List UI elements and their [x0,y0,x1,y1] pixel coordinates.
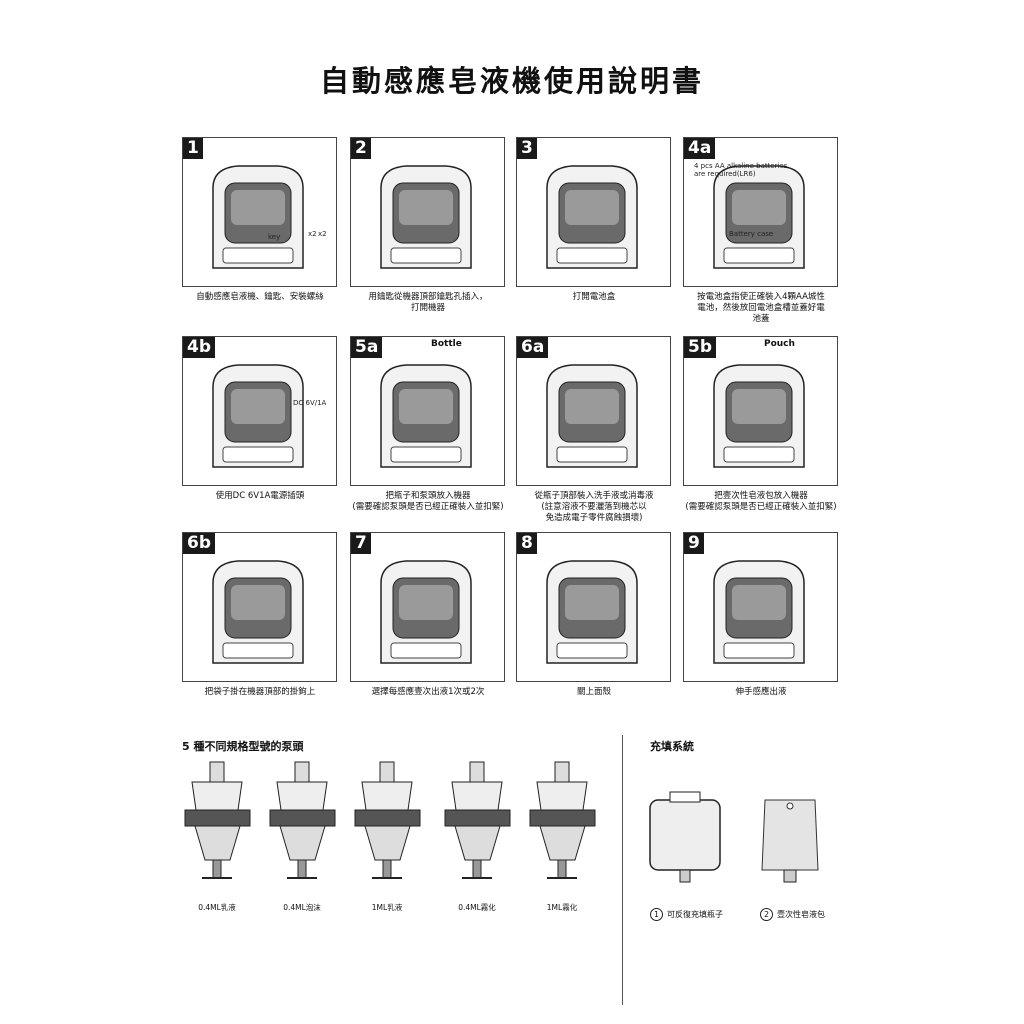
step-caption: 把壹次性皂液包放入機器 (需要確認泵頭是否已經正確裝入並扣緊) [685,491,837,512]
section-divider [622,735,623,1005]
pump-head-icon [354,761,421,879]
step-caption: 把瓶子和泵頭放入機器 (需要確認泵頭是否已經正確裝入並扣緊) [352,491,504,512]
panel-label: Battery case [729,230,774,238]
step-panel-6a: 6a [516,336,671,486]
step-caption: 把袋子掛在機器頂部的掛鉤上 [204,687,316,697]
panel-label: Pouch [764,339,795,349]
dispenser-illustration [212,560,304,664]
step-number-badge: 4a [684,138,716,159]
pump-caption: 0.4ML泡沫 [283,903,321,912]
step-caption: 用鑰匙從機器頂部鑰匙孔插入， 打開機器 [368,292,488,313]
pump-head-icon [529,761,596,879]
panel-label: key [268,233,281,241]
dispenser-illustration [713,364,805,468]
pump-head-icon [184,761,251,879]
step-number-badge: 6b [183,533,215,554]
step-caption: 從瓶子頂部裝入洗手液或消毒液 (註意溶液不要灑落到機芯以 免造成電子零件腐蝕損壞… [534,491,654,523]
pump-head-icon [269,761,336,879]
refill-heading: 充填系統 [650,740,694,753]
step-number-badge: 9 [684,533,704,554]
step-number-badge: 4b [183,337,215,358]
step-number-badge: 7 [351,533,371,554]
step-number-badge: 6a [517,337,549,358]
step-panel-8: 8 [516,532,671,682]
step-number-badge: 3 [517,138,537,159]
step-panel-9: 9 [683,532,838,682]
dispenser-illustration [380,560,472,664]
pump-head-icon [444,761,511,879]
step-number-badge: 1 [183,138,203,159]
dispenser-illustration [546,560,638,664]
step-panel-4b: 4b DC 6V/1A [182,336,337,486]
step-number-badge: 5b [684,337,716,358]
dispenser-illustration [546,165,638,269]
step-panel-2: 2 [350,137,505,287]
dispenser-illustration [212,165,304,269]
step-caption: 打開電池盒 [572,292,616,302]
dispenser-illustration [212,364,304,468]
soap-pouch-icon [761,799,819,871]
dispenser-illustration [380,364,472,468]
step-panel-5b: 5b Pouch [683,336,838,486]
step-number-badge: 2 [351,138,371,159]
step-caption: 使用DC 6V1A電源插頭 [215,491,305,501]
page-title: 自動感應皂液機使用說明書 [319,64,704,98]
panel-label: 4 pcs AA alkaline batteries [694,162,788,170]
step-panel-5a: 5a Bottle [350,336,505,486]
refill-illustration [649,791,819,883]
step-panel-3: 3 [516,137,671,287]
pump-caption: 0.4ML乳液 [198,903,236,912]
panel-label: are required(LR6) [694,170,756,178]
step-caption: 選擇每感應壹次出液1次或2次 [371,687,485,697]
dispenser-illustration [546,364,638,468]
step-number-badge: 8 [517,533,537,554]
pump-caption: 0.4ML霧化 [458,903,496,912]
pumps-heading: 5 種不同規格型號的泵頭 [182,740,304,753]
pump-caption: 1ML乳液 [371,903,403,912]
panel-label: x2 [308,230,317,238]
dispenser-illustration [380,165,472,269]
step-panel-6b: 6b [182,532,337,682]
panel-label: Bottle [431,339,462,349]
step-caption: 自動感應皂液機、鑰匙、安裝螺絲 [196,292,324,302]
panel-label: x2 [318,230,327,238]
step-caption: 關上面殼 [576,687,611,697]
step-caption: 伸手感應出液 [735,687,787,697]
step-caption: 按電池盒指使正確裝入4顆AA城性 電池，然後放回電池盒槽並蓋好電 池蓋 [697,292,825,324]
dispenser-illustration [713,560,805,664]
step-number-badge: 5a [351,337,383,358]
refill-bottle-icon [649,799,721,871]
panel-label: DC 6V/1A [293,399,327,407]
dispenser-illustration [713,165,805,269]
step-panel-7: 7 [350,532,505,682]
pump-caption: 1ML霧化 [546,903,578,912]
